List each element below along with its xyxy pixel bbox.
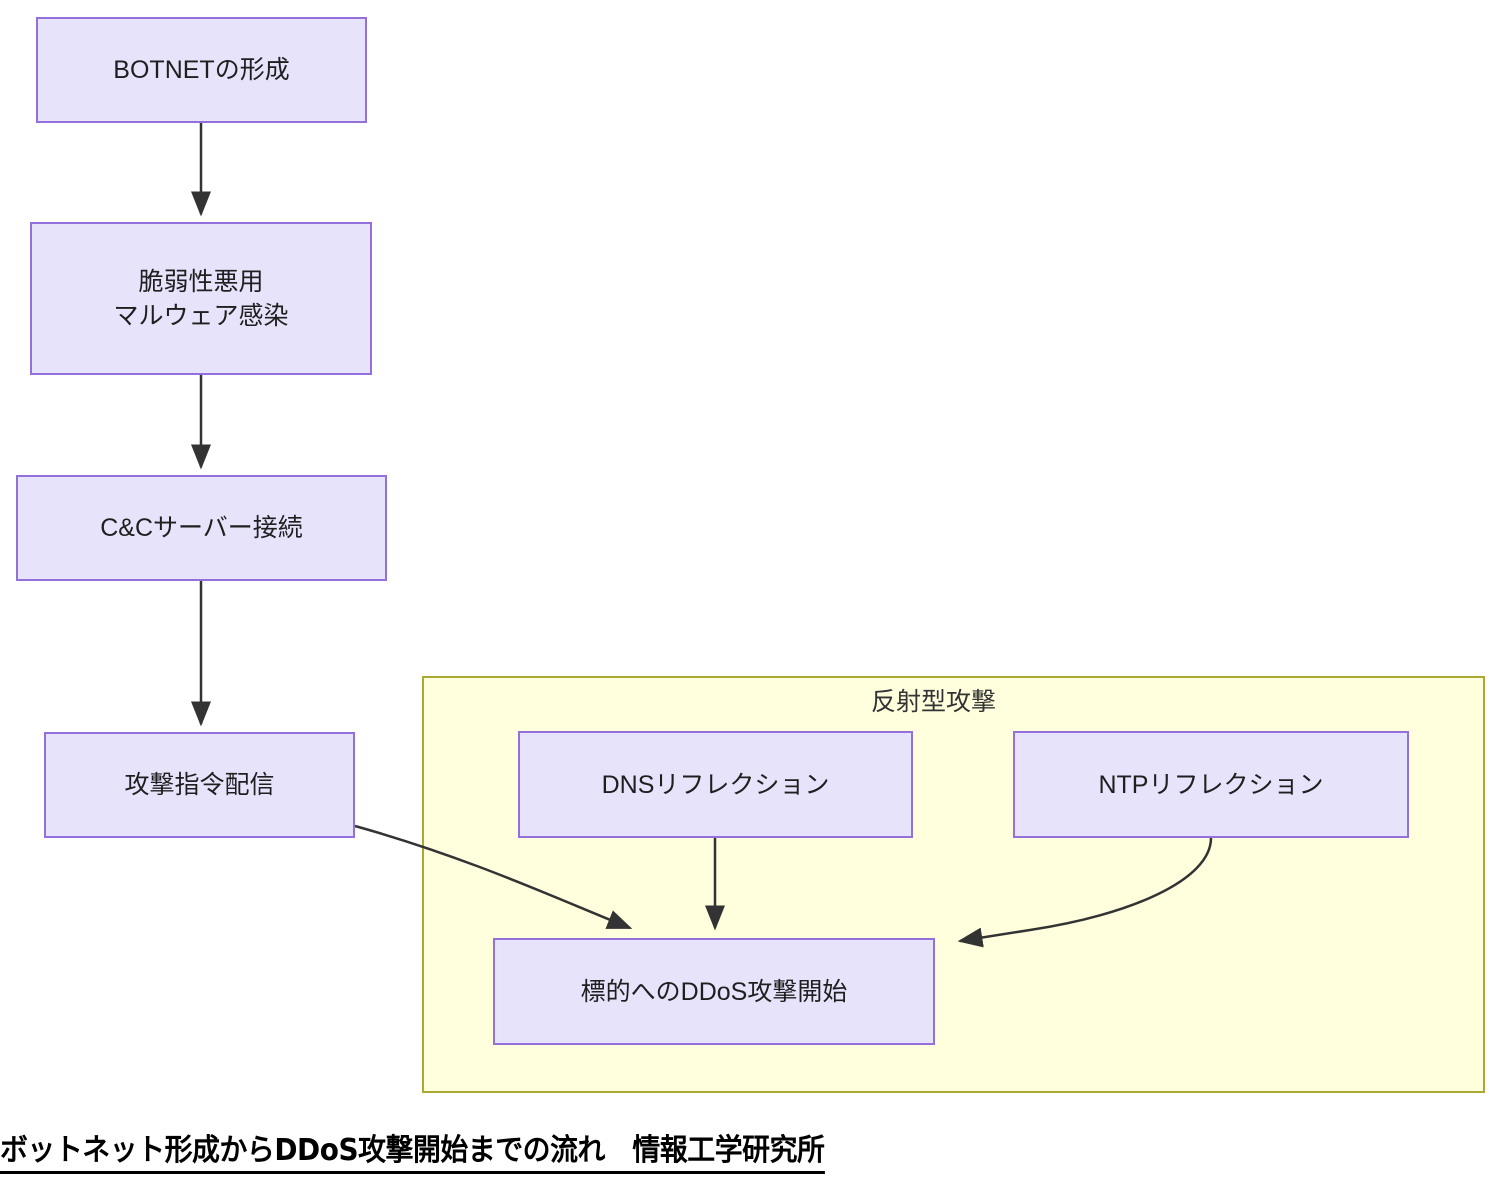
node-dns-reflection[interactable]: DNSリフレクション <box>518 731 913 838</box>
node-cc-server-connection-label: C&Cサーバー接続 <box>100 514 303 542</box>
node-malware-infection-label-line1: 脆弱性悪用 <box>138 267 264 296</box>
node-cc-server-connection[interactable]: C&Cサーバー接続 <box>16 475 387 581</box>
node-dns-reflection-label: DNSリフレクション <box>601 770 830 799</box>
node-malware-infection-label-line2: マルウェア感染 <box>113 301 289 330</box>
node-malware-infection[interactable]: 脆弱性悪用 マルウェア感染 <box>30 222 372 375</box>
node-ddos-attack-start[interactable]: 標的へのDDoS攻撃開始 <box>493 938 935 1045</box>
node-ddos-attack-start-label: 標的へのDDoS攻撃開始 <box>580 977 848 1006</box>
node-ntp-reflection-label: NTPリフレクション <box>1098 770 1324 799</box>
node-malware-infection-label: 脆弱性悪用 マルウェア感染 <box>113 265 288 333</box>
node-ntp-reflection[interactable]: NTPリフレクション <box>1013 731 1409 838</box>
diagram-caption: ボットネット形成からDDoS攻撃開始までの流れ 情報工学研究所 <box>0 1133 825 1174</box>
node-botnet[interactable]: BOTNETの形成 <box>36 17 367 123</box>
subgraph-label-reflection-attack: 反射型攻撃 <box>871 688 997 716</box>
node-attack-command-delivery-label: 攻撃指令配信 <box>124 771 275 799</box>
node-botnet-label: BOTNETの形成 <box>113 56 290 84</box>
node-attack-command-delivery[interactable]: 攻撃指令配信 <box>44 732 355 838</box>
